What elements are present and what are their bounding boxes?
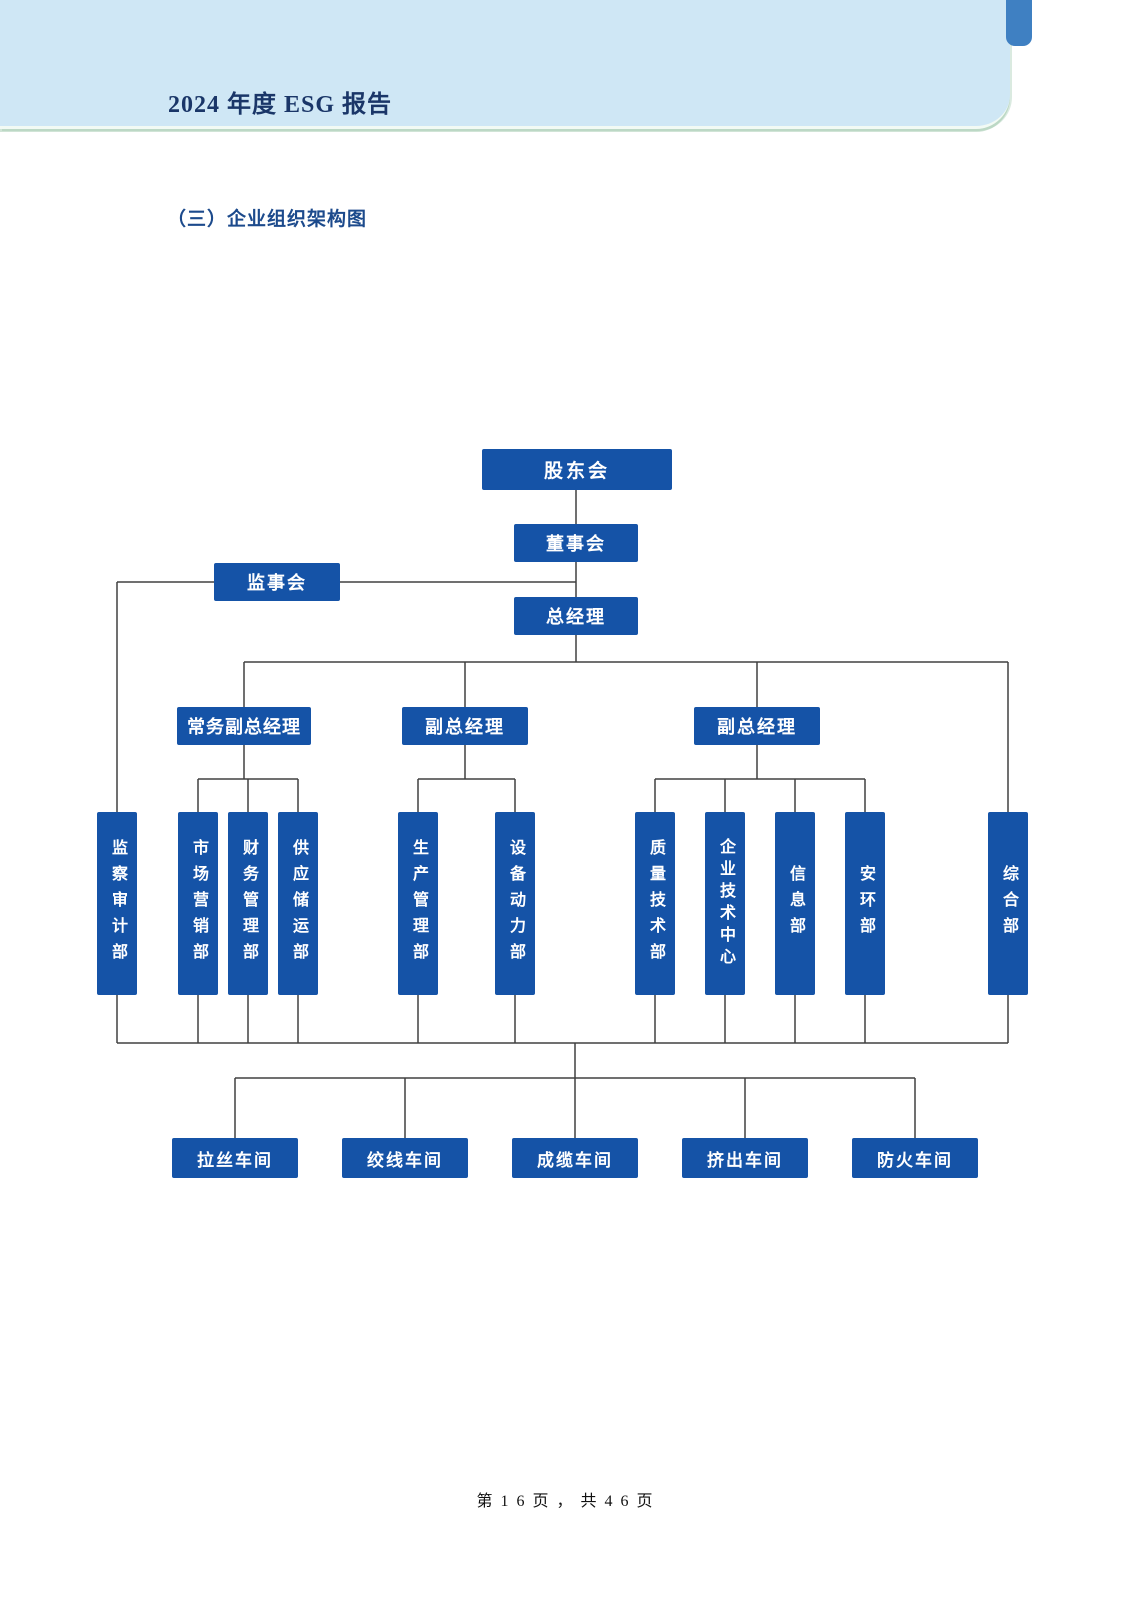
page-number-footer: 第 1 6 页 ， 共 4 6 页 <box>476 1493 655 1510</box>
org-node-department: 综合部 <box>988 812 1028 995</box>
org-node-department: 市场营销部 <box>178 812 218 995</box>
org-node-workshop: 拉丝车间 <box>172 1138 298 1178</box>
org-node-deputy-manager: 副总经理 <box>402 707 528 745</box>
org-node-supervisory-board: 监事会 <box>214 563 340 601</box>
org-node-department: 信息部 <box>775 812 815 995</box>
org-node-deputy-manager: 常务副总经理 <box>177 707 311 745</box>
org-node-general-manager: 总经理 <box>514 597 638 635</box>
org-node-workshop: 绞线车间 <box>342 1138 468 1178</box>
org-node-department: 财务管理部 <box>228 812 268 995</box>
report-title: 2024 年度 ESG 报告 <box>168 92 393 118</box>
org-node-deputy-manager: 副总经理 <box>694 707 820 745</box>
header-band <box>0 0 1010 129</box>
org-node-department: 企业技术中心 <box>705 812 745 995</box>
org-node-department: 设备动力部 <box>495 812 535 995</box>
org-node-department: 安环部 <box>845 812 885 995</box>
org-node-department: 质量技术部 <box>635 812 675 995</box>
corner-tab-decoration <box>1006 0 1032 46</box>
org-node-shareholders: 股东会 <box>482 449 672 490</box>
org-node-board: 董事会 <box>514 524 638 562</box>
org-node-department: 供应储运部 <box>278 812 318 995</box>
org-node-workshop: 挤出车间 <box>682 1138 808 1178</box>
org-node-department: 监察审计部 <box>97 812 137 995</box>
org-node-workshop: 成缆车间 <box>512 1138 638 1178</box>
org-node-department: 生产管理部 <box>398 812 438 995</box>
org-node-workshop: 防火车间 <box>852 1138 978 1178</box>
section-heading: （三）企业组织架构图 <box>167 209 368 230</box>
